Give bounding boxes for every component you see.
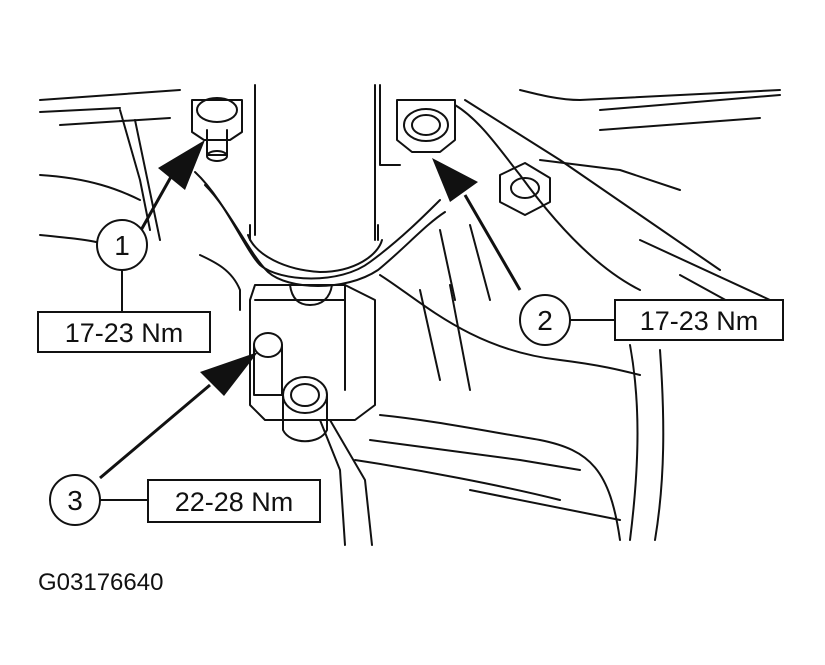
arrow-to-bolt-3 — [99, 352, 258, 480]
figure-id: G03176640 — [38, 569, 163, 596]
line-art — [39, 84, 781, 546]
callout-3-number: 3 — [67, 485, 83, 516]
callout-3-torque-box — [147, 479, 321, 523]
arrow-to-bolt-2 — [432, 158, 522, 291]
callout-1-torque-box — [37, 311, 211, 353]
arrow-to-bolt-1 — [138, 140, 205, 233]
callout-2-circle — [519, 294, 571, 346]
callout-2: 2 17-23 Nm — [519, 294, 784, 346]
callout-2-torque-box — [614, 299, 784, 341]
callout-3: 3 22-28 Nm — [49, 474, 321, 526]
callout-1-number: 1 — [114, 230, 130, 261]
callout-3-circle — [49, 474, 101, 526]
callout-1-circle — [96, 219, 148, 271]
callout-2-number: 2 — [537, 305, 553, 336]
callout-3-torque-label: 22-28 Nm — [175, 487, 294, 517]
callout-2-torque-label: 17-23 Nm — [640, 306, 759, 336]
callout-1: 1 17-23 Nm — [37, 219, 211, 353]
callout-1-torque-label: 17-23 Nm — [65, 318, 184, 348]
